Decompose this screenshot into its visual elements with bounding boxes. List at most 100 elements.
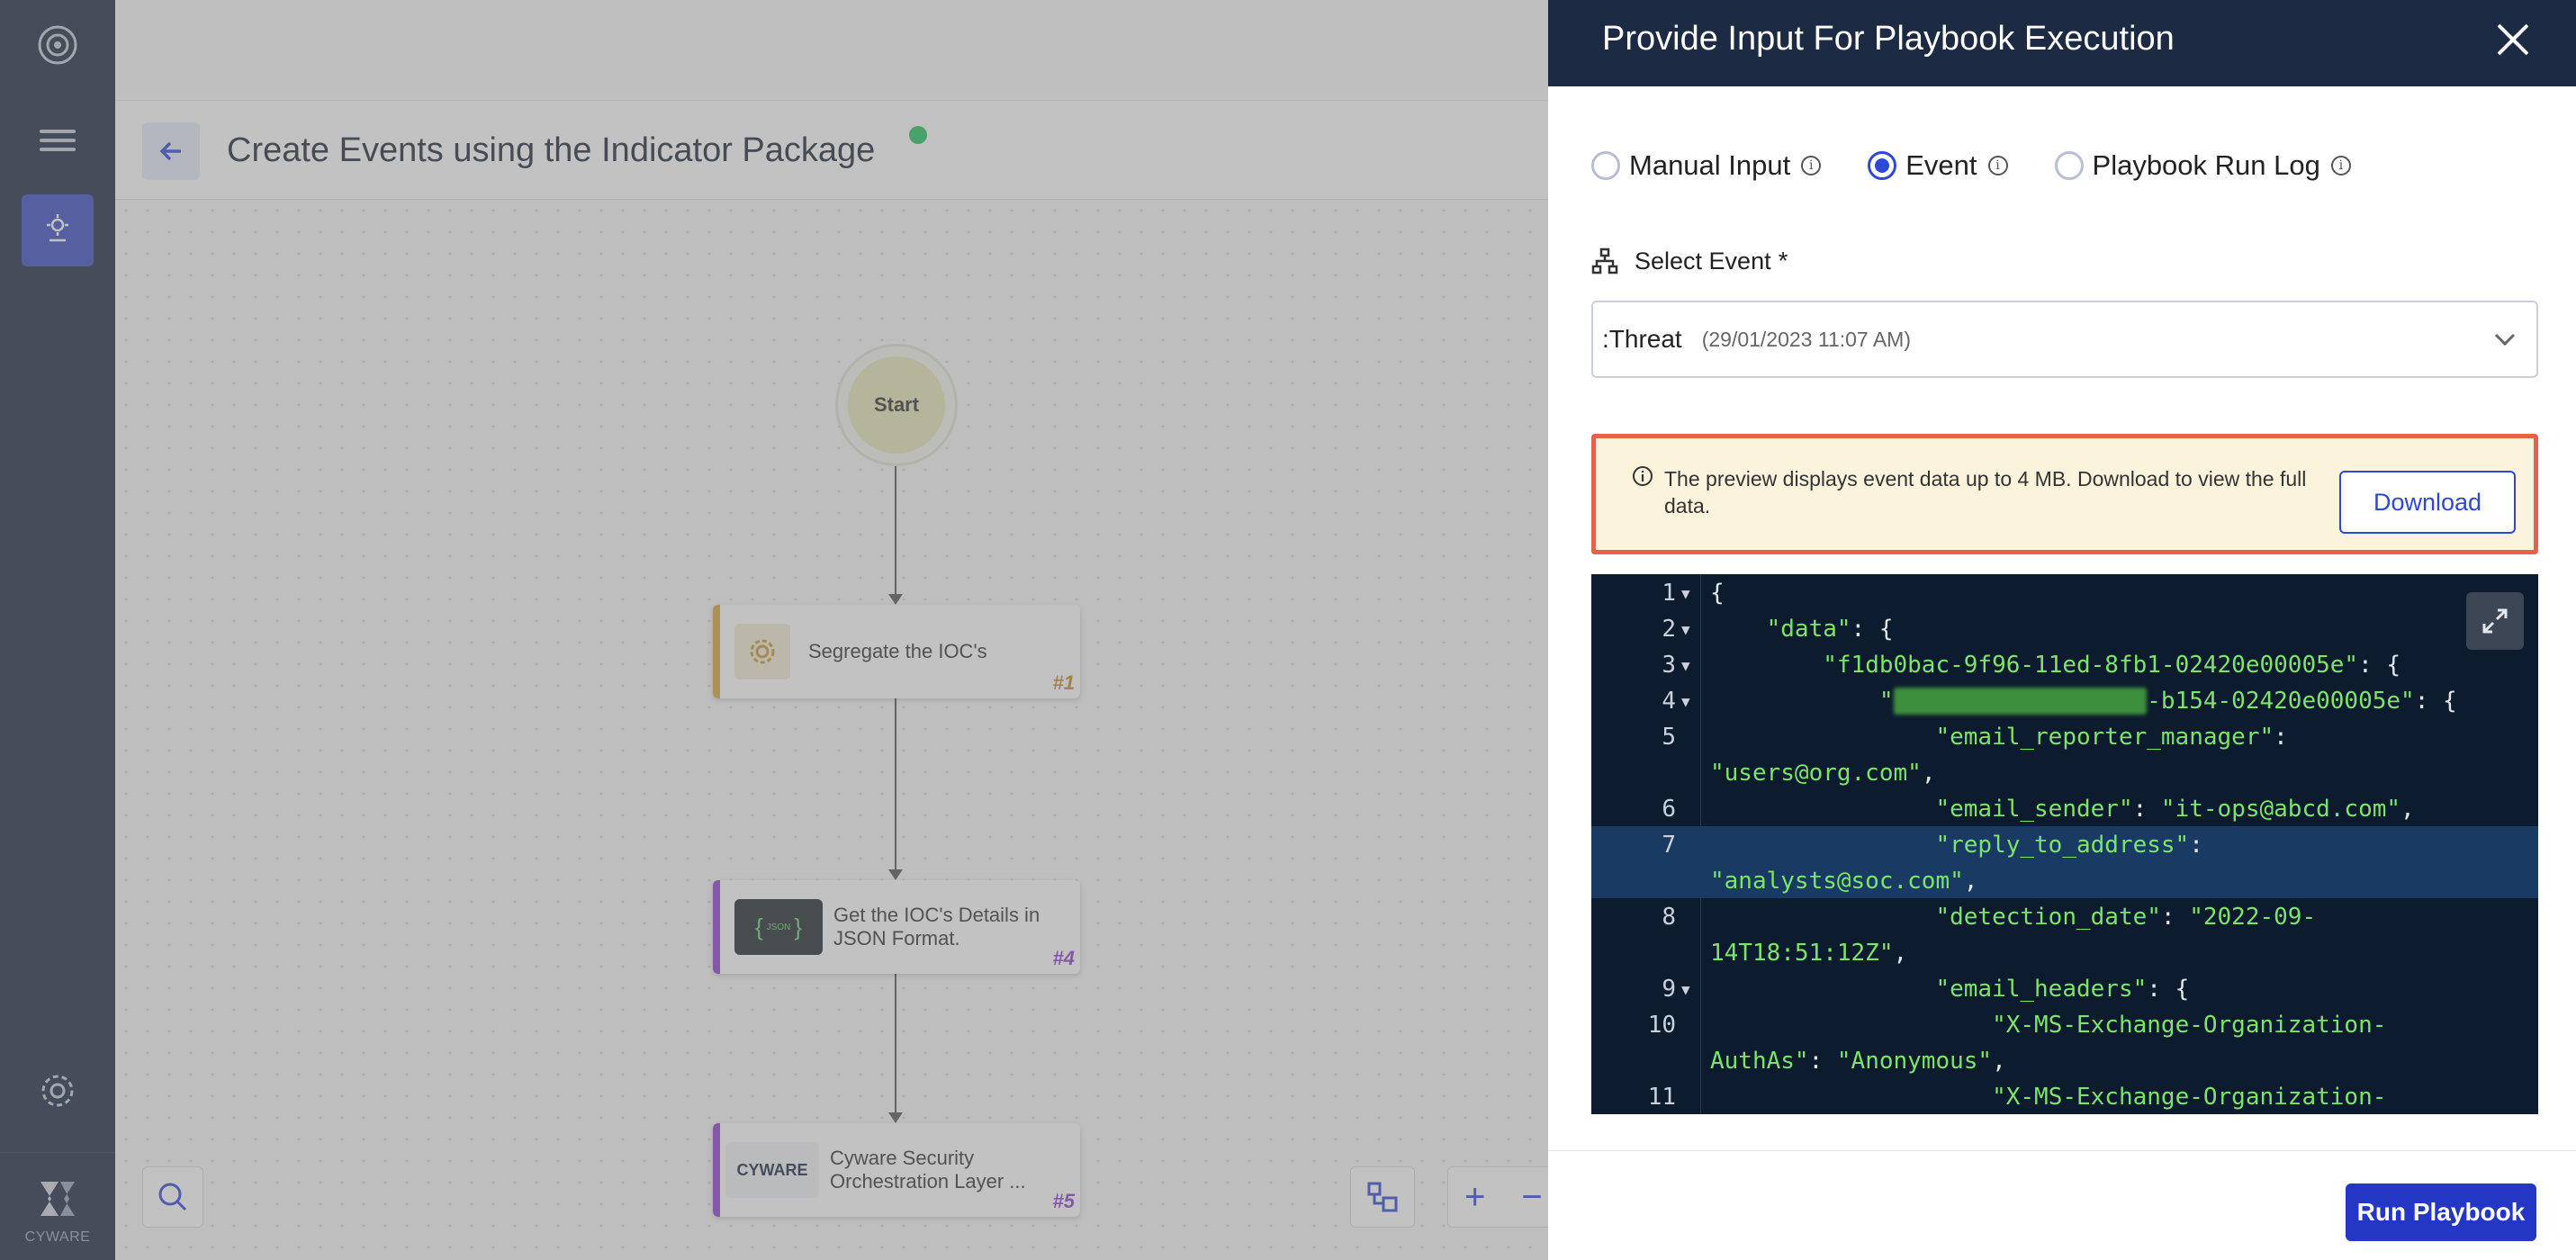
code-token: { xyxy=(1710,580,1725,607)
info-icon[interactable]: i xyxy=(1987,156,2008,176)
code-line: "users@org.com", xyxy=(1591,754,2538,790)
workflow-node[interactable]: CYWARE Cyware Security Orchestration Lay… xyxy=(713,1123,1080,1217)
code-token xyxy=(1710,976,1935,1003)
line-text: "f1db0bac-9f96-11ed-8fb1-02420e00005e": … xyxy=(1710,652,2400,679)
node-label: Cyware Security Orchestration Layer ... xyxy=(830,1147,1026,1192)
brand-label: CYWARE xyxy=(24,1229,91,1245)
line-number: 3 xyxy=(1662,652,1676,679)
code-line: 9▼ "email_headers": { xyxy=(1591,970,2538,1006)
line-text: "detection_date": "2022-09- xyxy=(1710,904,2316,931)
code-token: "Anonymous" xyxy=(1836,1048,1993,1075)
edge xyxy=(895,972,896,1116)
line-number: 7 xyxy=(1662,832,1676,859)
gear-icon[interactable] xyxy=(36,1069,79,1112)
code-token: "f1db0bac-9f96-11ed-8fb1-02420e00005e" xyxy=(1823,652,2359,679)
code-token: "users@org.com" xyxy=(1710,760,1922,787)
search-workflow-button[interactable] xyxy=(142,1166,203,1228)
line-text: AuthAs": "Anonymous", xyxy=(1710,1048,2006,1075)
workflow-node[interactable]: Segregate the IOC's #1 xyxy=(713,605,1080,698)
back-button[interactable] xyxy=(142,122,200,180)
select-event-dropdown[interactable]: :Threat (29/01/2023 11:07 AM) xyxy=(1591,301,2538,378)
edge xyxy=(895,697,896,877)
code-token: , xyxy=(1963,868,1978,895)
code-line: 1▼{ xyxy=(1591,574,2538,610)
code-token: -b154-02420e00005e" xyxy=(2147,688,2415,715)
json-icon: {JSON} xyxy=(734,899,823,955)
start-node[interactable]: Start xyxy=(835,344,958,466)
brand-footer: CYWARE xyxy=(0,1152,115,1260)
selected-event-date: (29/01/2023 11:07 AM) xyxy=(1701,327,1911,351)
radio-manual-input[interactable] xyxy=(1591,151,1620,180)
line-text: "reply_to_address": xyxy=(1710,832,2202,859)
arrow xyxy=(888,869,903,880)
code-token: : xyxy=(2132,796,2161,823)
code-line: 4▼ "xxxxxxxx-xxxx-xxxx-b154-02420e00005e… xyxy=(1591,682,2538,718)
info-icon[interactable]: i xyxy=(2330,156,2351,176)
run-playbook-button[interactable]: Run Playbook xyxy=(2346,1184,2536,1241)
code-token: : { xyxy=(2147,976,2190,1003)
fold-toggle-icon[interactable]: ▼ xyxy=(1681,621,1690,638)
drawer-header: Provide Input For Playbook Execution xyxy=(1548,0,2576,86)
line-number: 10 xyxy=(1647,1012,1676,1039)
redacted-text: xxxxxxxx-xxxx-xxxx xyxy=(1893,688,2148,715)
selected-event: :Threat xyxy=(1602,325,1682,353)
chevron-down-icon xyxy=(2491,326,2518,357)
code-token: 14T18:51:12Z" xyxy=(1710,940,1894,967)
hamburger-menu-icon[interactable] xyxy=(40,130,76,155)
edge xyxy=(895,466,896,601)
radio-label: Playbook Run Log xyxy=(2092,149,2320,181)
code-line: 5 "email_reporter_manager": xyxy=(1591,718,2538,754)
playbook-nav-item[interactable] xyxy=(22,194,94,266)
select-event-label: Select Event xyxy=(1635,247,1771,274)
code-token: , xyxy=(1921,760,1936,787)
required-mark: * xyxy=(1778,247,1788,274)
code-token xyxy=(1710,796,1935,823)
line-number: 11 xyxy=(1647,1084,1676,1111)
line-text: { xyxy=(1710,580,1725,607)
fold-toggle-icon[interactable]: ▼ xyxy=(1681,657,1690,674)
radio-playbook-run-log[interactable] xyxy=(2054,151,2084,180)
code-token: , xyxy=(1893,940,1908,967)
zoom-out-icon[interactable]: − xyxy=(1521,1176,1543,1217)
node-color-bar xyxy=(713,1123,720,1217)
code-line: 11 "X-MS-Exchange-Organization- xyxy=(1591,1078,2538,1114)
notice-text: The preview displays event data up to 4 … xyxy=(1664,467,2307,518)
json-icon-text: JSON xyxy=(766,922,791,932)
info-icon[interactable]: i xyxy=(1801,156,1822,176)
code-token: : { xyxy=(1851,616,1894,643)
expand-button[interactable] xyxy=(2466,592,2524,650)
page-title: Create Events using the Indicator Packag… xyxy=(227,131,876,169)
close-icon[interactable] xyxy=(2493,20,2533,59)
fold-toggle-icon[interactable]: ▼ xyxy=(1681,693,1690,710)
layout-button[interactable] xyxy=(1350,1166,1415,1228)
cyware-icon-text: CYWARE xyxy=(736,1160,808,1179)
code-line: 2▼ "data": { xyxy=(1591,610,2538,646)
event-json-editor[interactable]: 1▼{2▼ "data": {3▼ "f1db0bac-9f96-11ed-8f… xyxy=(1591,574,2538,1114)
drawer-footer: Run Playbook xyxy=(1548,1150,2576,1260)
code-line: AuthAs": "Anonymous", xyxy=(1591,1042,2538,1078)
modal-backdrop[interactable] xyxy=(0,0,1548,1260)
download-button[interactable]: Download xyxy=(2339,471,2516,534)
code-line: 14T18:51:12Z", xyxy=(1591,934,2538,970)
code-token xyxy=(1710,832,1935,859)
zoom-controls[interactable]: + − xyxy=(1447,1166,1564,1228)
line-text: "X-MS-Exchange-Organization- xyxy=(1710,1084,2386,1111)
code-token xyxy=(1710,1084,1992,1111)
search-icon xyxy=(158,1183,187,1211)
fold-toggle-icon[interactable]: ▼ xyxy=(1681,585,1690,602)
code-token: "detection_date" xyxy=(1935,904,2161,931)
fold-toggle-icon[interactable]: ▼ xyxy=(1681,981,1690,998)
line-number: 8 xyxy=(1662,904,1676,931)
line-text: 14T18:51:12Z", xyxy=(1710,940,1907,967)
zoom-in-icon[interactable]: + xyxy=(1464,1176,1486,1217)
code-token: , xyxy=(1992,1048,2006,1075)
line-text: "email_sender": "it-ops@abcd.com", xyxy=(1710,796,2414,823)
workflow-node[interactable]: {JSON} Get the IOC's Details in JSON For… xyxy=(713,880,1080,974)
line-text: "X-MS-Exchange-Organization- xyxy=(1710,1012,2386,1039)
code-token: "email_sender" xyxy=(1935,796,2133,823)
cyware-logo-icon[interactable] xyxy=(34,22,81,68)
radio-event[interactable] xyxy=(1868,151,1897,180)
code-token: : { xyxy=(2414,688,2457,715)
status-dot xyxy=(909,126,927,144)
code-line: 3 ▼ "f1db0bac-9f96-11ed-8fb1-02420e00005e… xyxy=(1591,646,2538,682)
